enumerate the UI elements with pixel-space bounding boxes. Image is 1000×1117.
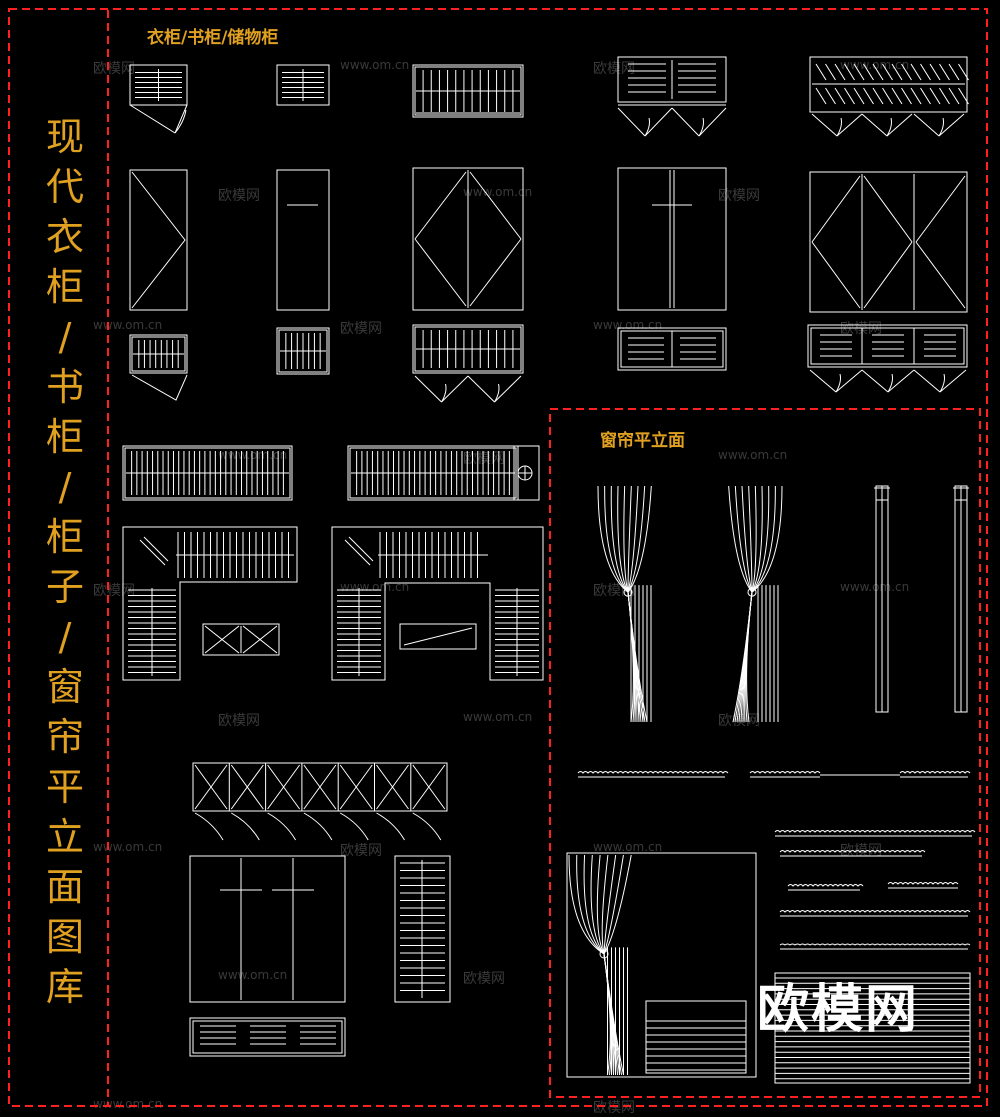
plan-7door-wardrobe xyxy=(192,762,448,841)
plan-bottom-5 xyxy=(807,324,968,393)
curtain-room-elevation xyxy=(566,852,757,1078)
watermark-url: www.om.cn xyxy=(93,1097,163,1111)
watermark-brand: 欧模网 xyxy=(463,451,505,467)
plan-bottom-3 xyxy=(412,324,524,403)
watermark-brand: 欧模网 xyxy=(218,713,260,729)
title-char: 平 xyxy=(45,765,84,809)
watermark-url: www.om.cn xyxy=(93,318,163,332)
title-char: 立 xyxy=(45,815,84,859)
elevation-bookcase xyxy=(394,855,451,1003)
watermark-brand: 欧模网 xyxy=(463,971,505,987)
title-char: 现 xyxy=(45,115,84,159)
watermark-url: www.om.cn xyxy=(340,58,410,72)
title-char: 柜 xyxy=(45,415,84,459)
title-char: 衣 xyxy=(45,215,84,259)
title-char: / xyxy=(58,465,72,509)
curtain-plan-5 xyxy=(779,850,926,857)
curtain-plan-3 xyxy=(899,771,971,778)
watermark-url: www.om.cn xyxy=(840,580,910,594)
plan-wardrobe-1 xyxy=(129,64,188,134)
elevation-wardrobe-2 xyxy=(276,169,330,311)
watermark-url: www.om.cn xyxy=(218,448,288,462)
curtain-plan-7 xyxy=(887,882,959,889)
watermark-brand: 欧模网 xyxy=(593,61,635,77)
plan-wardrobe-5 xyxy=(809,56,969,137)
title-char: 柜 xyxy=(45,515,84,559)
watermark-brand: 欧模网 xyxy=(340,843,382,859)
red-dashed-frames xyxy=(8,8,988,1107)
plan-wardrobe-3 xyxy=(412,64,524,118)
title-char: 子 xyxy=(45,565,84,609)
plan-wardrobe-2 xyxy=(276,64,330,106)
watermark-brand: 欧模网 xyxy=(93,61,135,77)
wardrobe-section-title: 衣柜/书柜/储物柜 xyxy=(147,28,279,48)
curtain-plan-8 xyxy=(779,910,971,917)
title-char: 面 xyxy=(45,865,84,909)
roman-blind xyxy=(645,1000,747,1074)
title-char: 库 xyxy=(45,965,84,1009)
cad-linework xyxy=(122,56,976,1084)
curtain-plan-1 xyxy=(577,771,729,778)
venetian-blind xyxy=(774,972,971,1084)
watermark-brand: 欧模网 xyxy=(93,583,135,599)
elevation-wardrobe-5 xyxy=(809,171,968,313)
elevation-3door-wardrobe xyxy=(189,855,346,1003)
watermark-brand: 欧模网 xyxy=(718,188,760,204)
elevation-wardrobe-1 xyxy=(129,169,188,311)
curtain-plan-2 xyxy=(749,771,821,778)
curtain-elevation-right xyxy=(728,485,783,723)
title-char: 窗 xyxy=(45,665,84,709)
curtain-room-drape xyxy=(568,854,632,1076)
curtain-plan-6 xyxy=(787,884,864,891)
curtain-side-2 xyxy=(953,485,969,713)
watermark-url: www.om.cn xyxy=(93,840,163,854)
curtain-side-1 xyxy=(874,485,890,713)
plan-bottom-4 xyxy=(617,327,727,371)
closet-strip-2 xyxy=(347,445,540,501)
watermark-brand: 欧模网 xyxy=(593,1100,635,1116)
closet-island-1 xyxy=(202,623,280,656)
closet-u-plan xyxy=(331,526,544,681)
watermark-url: www.om.cn xyxy=(463,185,533,199)
plan-bottom-2 xyxy=(276,327,330,375)
title-char: / xyxy=(58,315,72,359)
watermark-url: www.om.cn xyxy=(218,968,288,982)
main-vertical-title: 现代衣柜/书柜/柜子/窗帘平立面图库 xyxy=(38,112,92,1012)
elevation-wardrobe-4 xyxy=(617,167,727,311)
curtain-elevation-left xyxy=(597,485,652,723)
watermark-url: www.om.cn xyxy=(718,448,788,462)
curtain-plan-4 xyxy=(774,830,976,837)
title-char: 书 xyxy=(45,365,84,409)
curtain-plan-9 xyxy=(779,943,971,950)
title-char: 图 xyxy=(45,915,84,959)
title-char: 柜 xyxy=(45,265,84,309)
closet-strip-1 xyxy=(122,445,293,501)
watermark-url: www.om.cn xyxy=(463,710,533,724)
plan-wardrobe-4 xyxy=(617,56,727,137)
title-char: 帘 xyxy=(45,715,84,759)
title-char: 代 xyxy=(45,165,84,209)
curtain-section-title: 窗帘平立面 xyxy=(600,431,685,451)
title-char: / xyxy=(58,615,72,659)
closet-l-plan xyxy=(122,526,298,681)
plan-3door-bottom xyxy=(189,1017,346,1057)
watermark-url: www.om.cn xyxy=(593,840,663,854)
closet-island-2 xyxy=(399,623,477,650)
plan-bottom-1 xyxy=(129,334,188,401)
elevation-wardrobe-3 xyxy=(412,167,524,311)
watermark-brand: 欧模网 xyxy=(218,188,260,204)
watermark-brand: 欧模网 xyxy=(340,321,382,337)
